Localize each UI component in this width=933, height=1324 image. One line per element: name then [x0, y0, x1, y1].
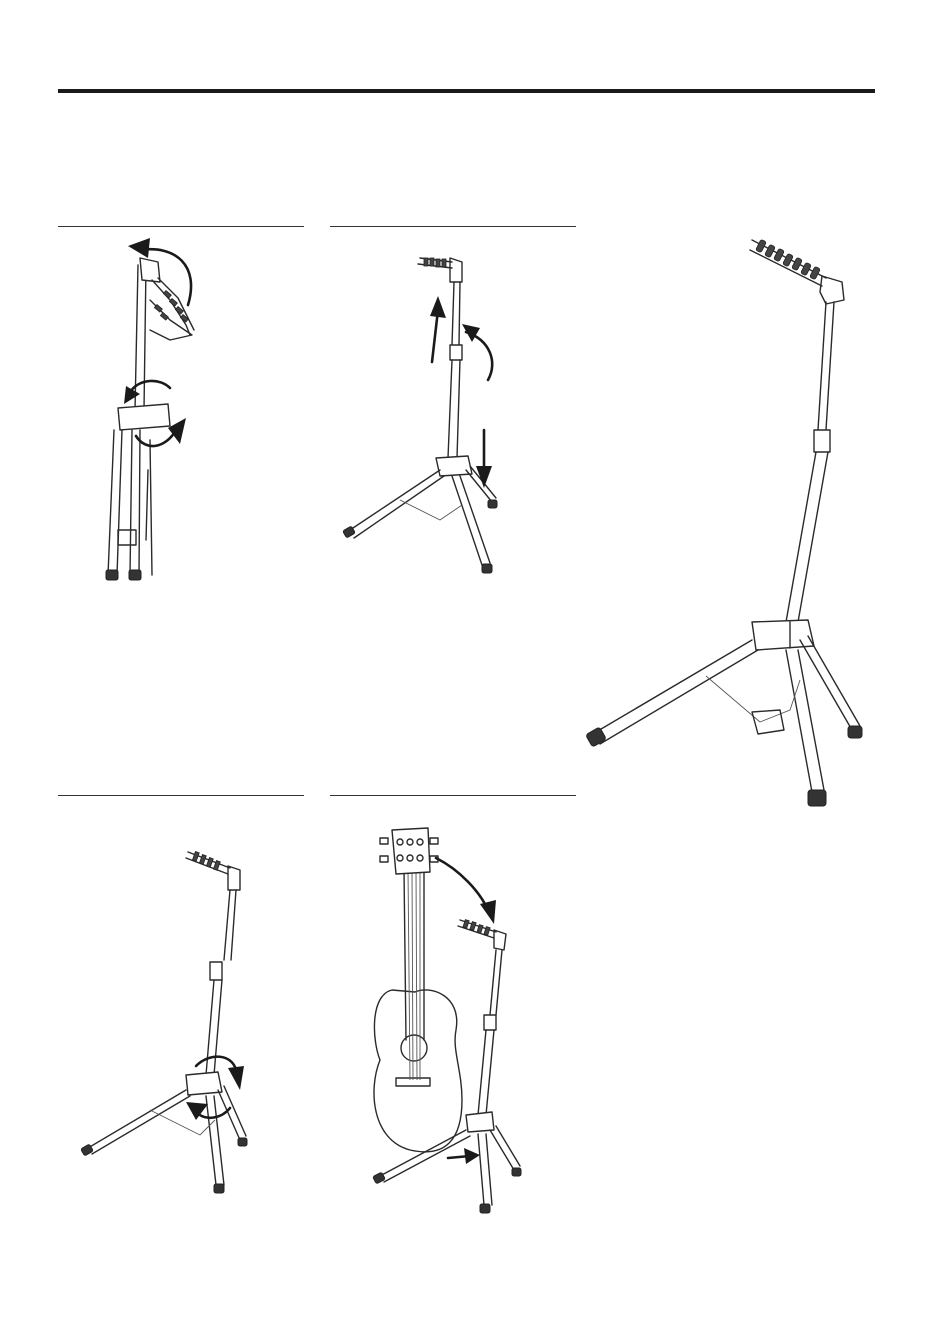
step-1-illustration	[106, 238, 194, 580]
step-3-illustration	[81, 852, 247, 1193]
hero-illustration	[586, 239, 862, 806]
step-2-illustration	[343, 258, 497, 573]
step-4-illustration	[373, 828, 521, 1213]
